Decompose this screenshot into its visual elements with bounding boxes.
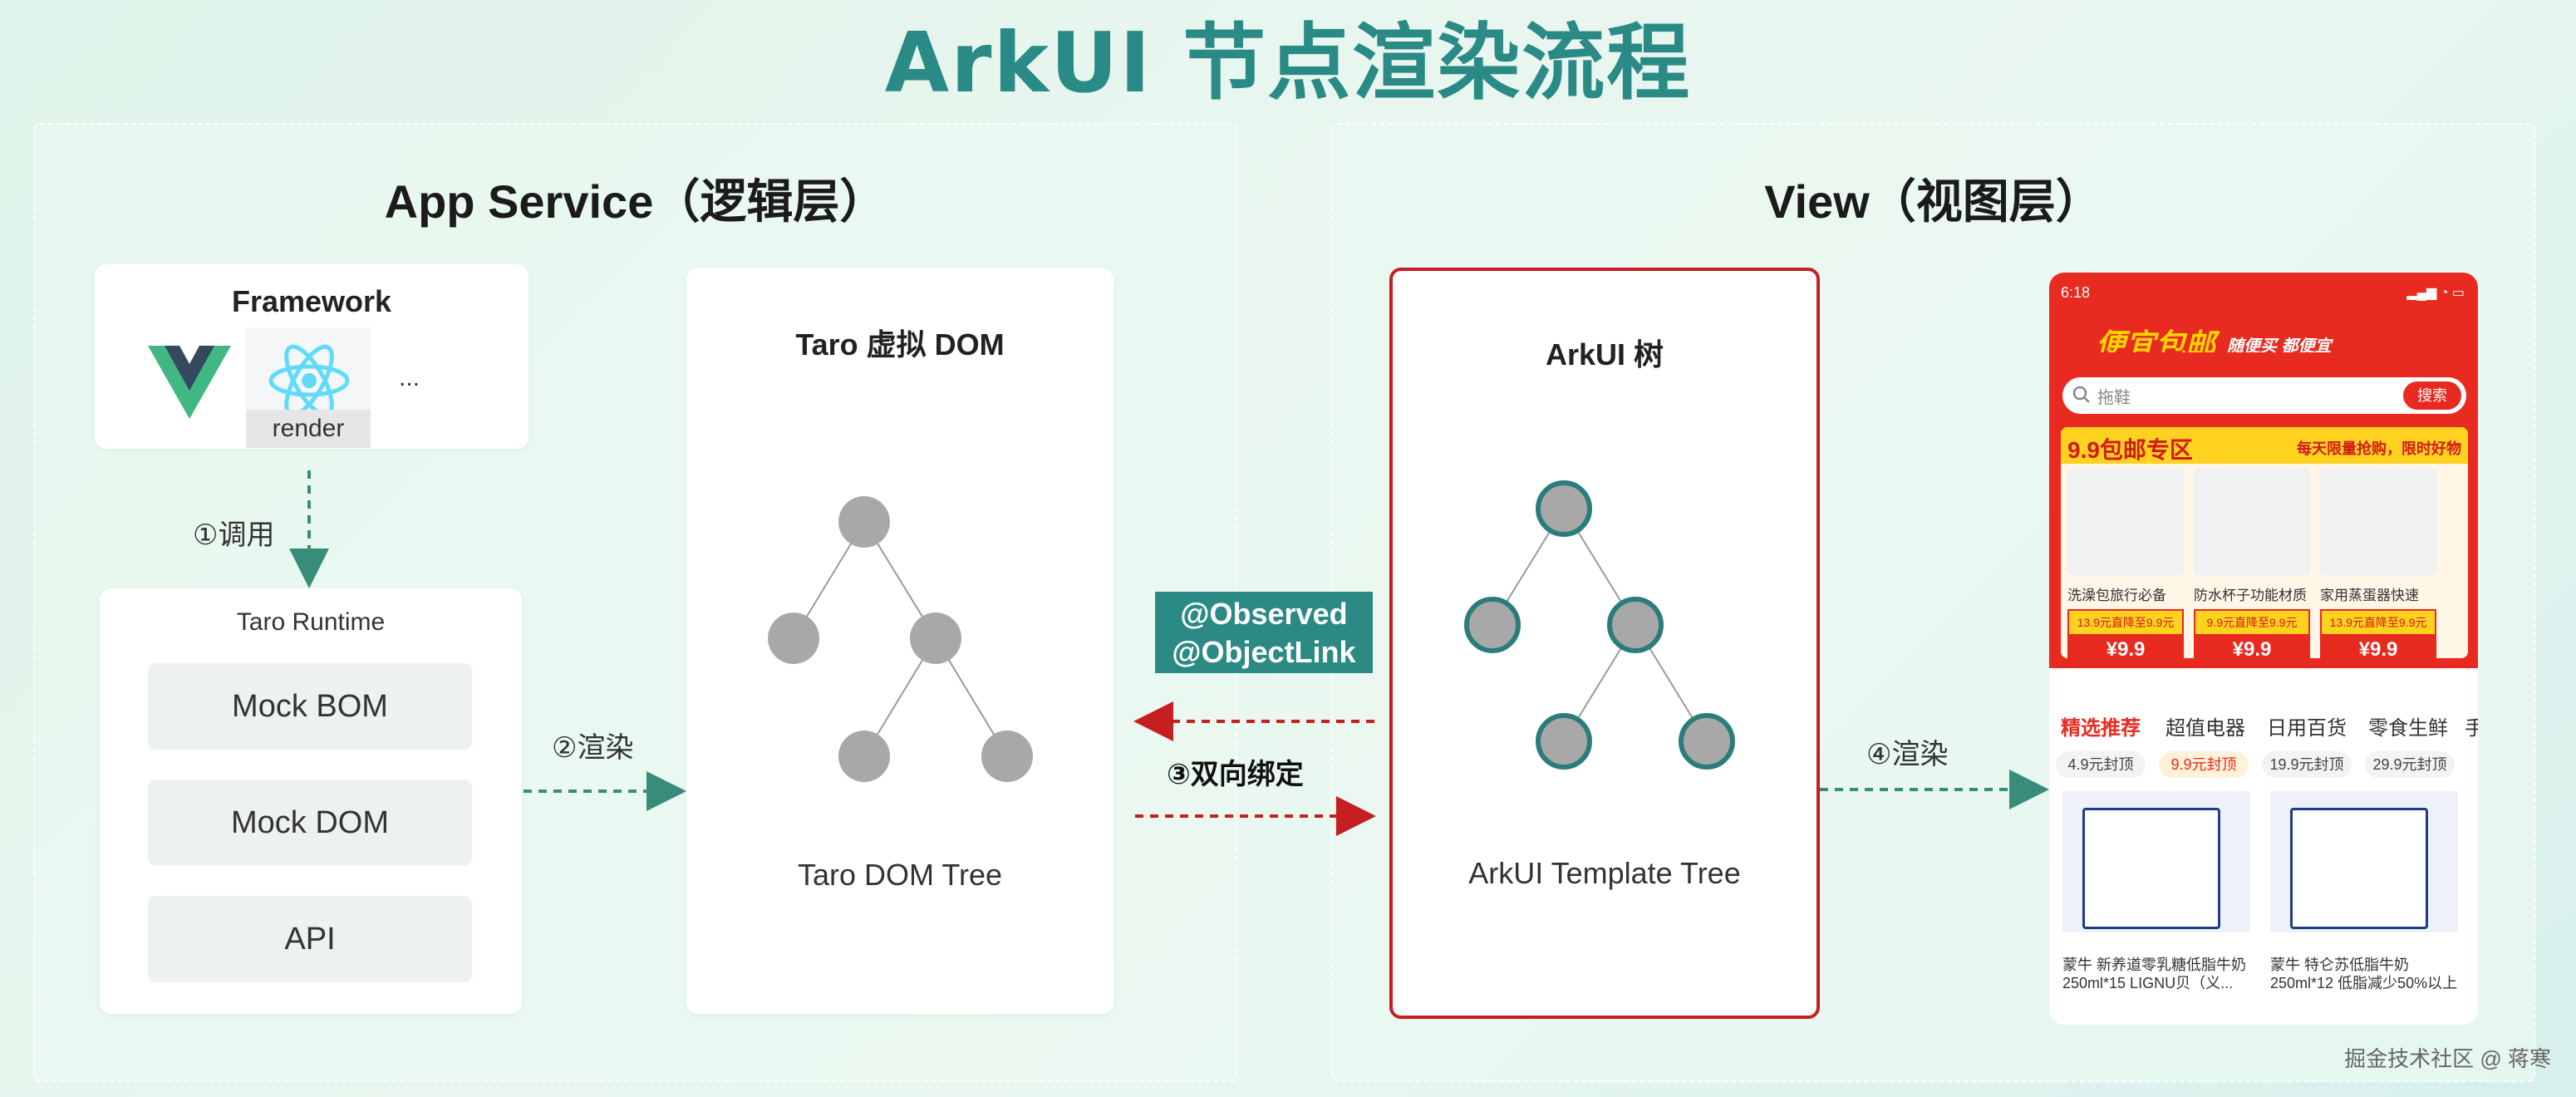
framework-card: Framework render ... bbox=[95, 264, 528, 449]
product-name: 防水杯子功能材质 bbox=[2194, 588, 2307, 603]
tree-node bbox=[838, 731, 890, 782]
product-image bbox=[2067, 469, 2184, 575]
render-label: render bbox=[246, 410, 371, 448]
goods-name: 蒙牛 新养道零乳糖低脂牛奶 250ml*15 LIGNU贝（义... bbox=[2062, 957, 2246, 991]
render-label-2: ②渲染 bbox=[552, 732, 634, 764]
search-icon bbox=[2072, 386, 2090, 403]
app-service-title: App Service（逻辑层） bbox=[384, 175, 887, 228]
product-tag: 9.9元直降至9.9元 bbox=[2194, 609, 2310, 636]
product-tag: 13.9元直降至9.9元 bbox=[2067, 609, 2184, 636]
observed-decorator: @Observed bbox=[1180, 597, 1348, 631]
promo-section: 9.9包邮专区 每天限量抢购，限时好物 洗澡包旅行必备 13.9元直降至9.9元… bbox=[2061, 427, 2468, 658]
tab-daily[interactable]: 日用百货 bbox=[2267, 717, 2347, 740]
decorators-box: @Observed @ObjectLink bbox=[1155, 592, 1373, 673]
more-frameworks: ... bbox=[399, 364, 420, 391]
phone-header: 6:18 ▂▄▆ ◔ ▭ 便宜包邮 随便买 都便宜 bbox=[2049, 273, 2478, 362]
tree-node bbox=[1536, 713, 1592, 770]
taro-dom-tree bbox=[768, 496, 1033, 782]
tree-node bbox=[1679, 713, 1735, 770]
tree-node bbox=[838, 496, 890, 548]
product-tag: 13.9元直降至9.9元 bbox=[2320, 609, 2436, 636]
goods-image bbox=[2062, 791, 2250, 932]
chip-4-9[interactable]: 4.9元封顶 bbox=[2056, 751, 2146, 778]
product-card[interactable]: 防水杯子功能材质 9.9元直降至9.9元 ¥9.9 bbox=[2194, 469, 2315, 658]
page-title: ArkUI 节点渲染流程 bbox=[884, 14, 1692, 111]
arkui-tree bbox=[1464, 480, 1735, 770]
tab-appliances[interactable]: 超值电器 bbox=[2166, 717, 2245, 740]
taro-dom-subtitle: Taro DOM Tree bbox=[797, 858, 1003, 892]
goods-card[interactable]: 蒙牛 特仑苏低脂牛奶 250ml*12 低脂减少50%以上 bbox=[2270, 791, 2466, 1017]
phone-screenshot: 6:18 ▂▄▆ ◔ ▭ 便宜包邮 随便买 都便宜 拖鞋 搜索 9.9包邮专区 … bbox=[2049, 273, 2478, 1025]
goods-image bbox=[2270, 791, 2458, 932]
status-icons: ▂▄▆ ◔ ▭ bbox=[2406, 286, 2465, 300]
search-bar[interactable]: 拖鞋 搜索 bbox=[2062, 377, 2466, 414]
api-item: API bbox=[148, 896, 472, 982]
tree-node bbox=[910, 612, 961, 664]
product-price: ¥9.9 bbox=[2067, 636, 2184, 658]
arkui-tree-card: ArkUI 树 ArkUI Template Tree bbox=[1389, 268, 1820, 1019]
promo-subtitle: 每天限量抢购，限时好物 bbox=[2297, 440, 2461, 457]
chip-29-9[interactable]: 29.9元封顶 bbox=[2365, 751, 2455, 778]
goods-name: 蒙牛 特仑苏低脂牛奶 250ml*12 低脂减少50%以上 bbox=[2270, 957, 2458, 991]
tab-more[interactable]: 手 bbox=[2465, 717, 2478, 740]
search-placeholder: 拖鞋 bbox=[2097, 389, 2131, 407]
tree-node bbox=[1464, 597, 1521, 653]
runtime-title: Taro Runtime bbox=[236, 608, 386, 636]
product-image bbox=[2194, 469, 2310, 575]
product-card[interactable]: 家用蒸蛋器快速 13.9元直降至9.9元 ¥9.9 bbox=[2320, 469, 2441, 658]
view-title: View（视图层） bbox=[1764, 175, 2102, 228]
tree-node bbox=[981, 731, 1033, 782]
mock-bom-item: Mock BOM bbox=[148, 663, 472, 750]
product-image bbox=[2320, 469, 2436, 575]
arkui-tree-subtitle: ArkUI Template Tree bbox=[1468, 856, 1741, 890]
taro-dom-card: Taro 虚拟 DOM Taro DOM Tree bbox=[686, 268, 1113, 1014]
price-filter-chips: 4.9元封顶 9.9元封顶 19.9元封顶 29.9元封顶 bbox=[2049, 746, 2478, 783]
goods-card[interactable]: 蒙牛 新养道零乳糖低脂牛奶 250ml*15 LIGNU贝（义... bbox=[2062, 791, 2259, 1017]
call-label: ①调用 bbox=[193, 519, 275, 551]
app-slogan: 随便买 都便宜 bbox=[2227, 337, 2332, 356]
framework-title: Framework bbox=[231, 284, 392, 318]
two-way-binding-label: ③双向绑定 bbox=[1167, 759, 1304, 790]
tab-featured[interactable]: 精选推荐 bbox=[2061, 717, 2141, 740]
promo-title: 9.9包邮专区 bbox=[2067, 437, 2193, 463]
product-name: 洗澡包旅行必备 bbox=[2067, 588, 2166, 603]
product-name: 家用蒸蛋器快速 bbox=[2320, 588, 2419, 603]
tab-food[interactable]: 零食生鲜 bbox=[2368, 717, 2448, 740]
promo-bar: 9.9包邮专区 每天限量抢购，限时好物 bbox=[2061, 427, 2468, 464]
product-price: ¥9.9 bbox=[2194, 636, 2310, 658]
chip-9-9[interactable]: 9.9元封顶 bbox=[2159, 751, 2249, 778]
tree-node bbox=[1607, 597, 1664, 653]
arkui-tree-title: ArkUI 树 bbox=[1545, 337, 1664, 371]
search-button[interactable]: 搜索 bbox=[2403, 381, 2461, 410]
phone-time: 6:18 bbox=[2061, 284, 2091, 301]
objectlink-decorator: @ObjectLink bbox=[1172, 635, 1356, 669]
render-label-4: ④渲染 bbox=[1866, 739, 1949, 770]
tree-node bbox=[1536, 480, 1592, 537]
mock-dom-item: Mock DOM bbox=[148, 780, 472, 866]
watermark: 掘金技术社区 @ 蒋寒 bbox=[2344, 1046, 2551, 1071]
taro-runtime-card: Taro Runtime Mock BOM Mock DOM API bbox=[100, 588, 522, 1014]
category-tabs: 精选推荐 超值电器 日用百货 零食生鲜 手 bbox=[2049, 705, 2478, 748]
product-card[interactable]: 洗澡包旅行必备 13.9元直降至9.9元 ¥9.9 bbox=[2067, 469, 2189, 658]
product-price: ¥9.9 bbox=[2320, 636, 2436, 658]
chip-19-9[interactable]: 19.9元封顶 bbox=[2262, 751, 2352, 778]
tree-node bbox=[768, 612, 819, 664]
vue-icon bbox=[148, 346, 231, 419]
taro-dom-title: Taro 虚拟 DOM bbox=[795, 327, 1005, 362]
